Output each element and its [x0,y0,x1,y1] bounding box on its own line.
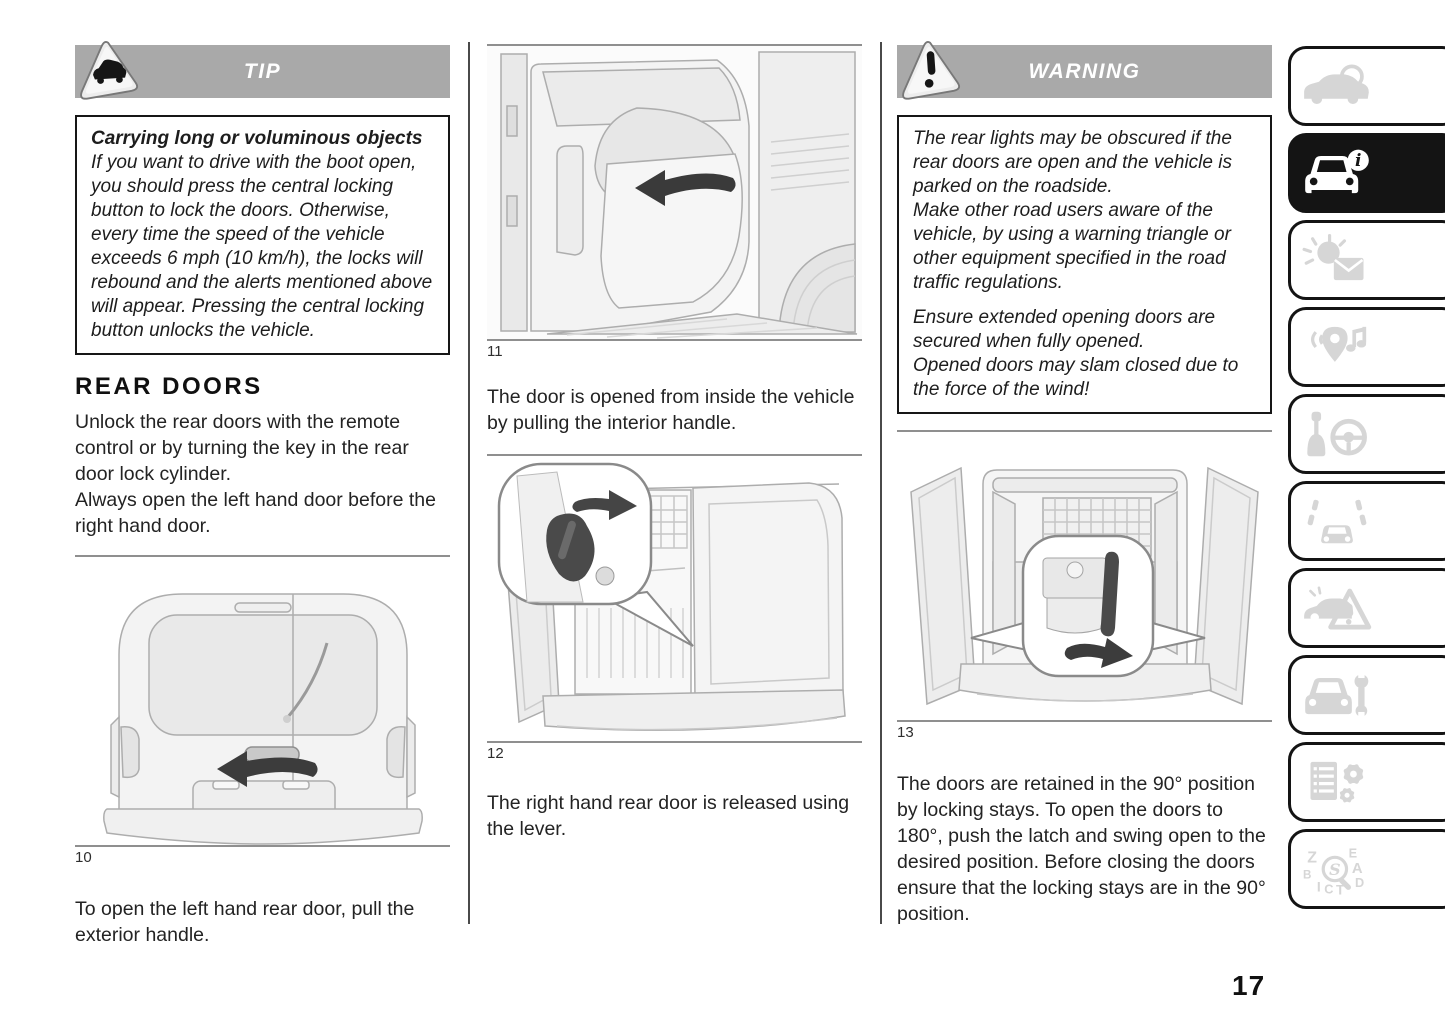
svg-text:S: S [1329,860,1340,879]
emergency-triangle-icon [1304,586,1372,630]
warning-line1: The rear lights may be obscured if the r… [913,128,1232,197]
right-column: WARNING The rear lights may be obscured … [897,41,1272,927]
svg-text:T: T [1336,882,1345,895]
tip-header-bar: TIP [75,41,450,100]
van-rear-view-illustration [103,593,423,845]
svg-text:D: D [1355,875,1364,890]
sidebar-tab-index[interactable]: Z E B A I C T D S [1288,829,1445,909]
section-heading: REAR DOORS [75,373,263,400]
warning-lights-messages-icon [1302,234,1364,281]
sidebar-tab-starting-driving[interactable] [1288,394,1445,474]
sidebar-tab-overview[interactable] [1288,46,1445,126]
figure-13 [897,430,1272,722]
figure-11-caption: The door is opened from inside the vehic… [487,386,855,434]
svg-text:Z: Z [1307,850,1317,867]
sidebar-tab-knowing-vehicle[interactable]: i [1288,133,1445,213]
car-wrench-service-icon [1305,671,1369,720]
car-info-icon: i [1305,149,1369,194]
door-interior-illustration [487,46,862,339]
navigation-multimedia-icon [1311,326,1367,362]
warning-line2: Make other road users aware of the vehic… [913,200,1231,293]
rear-doors-intro-line2: Always open the left hand door before th… [75,489,436,537]
figure-11 [487,44,862,341]
page-number: 17 [1232,970,1266,1001]
section-tab-sidebar: i [1288,46,1445,916]
sidebar-tab-emergency[interactable] [1288,568,1445,648]
pull-handle-arrow [217,751,318,787]
driving-assistance-icon [1307,499,1367,544]
gearstick-steering-icon [1307,411,1367,457]
column-divider [880,42,882,924]
rear-doors-intro: Unlock the rear doors with the remote co… [75,409,450,539]
column-divider [468,42,470,924]
figure-12-label: 12 [487,745,504,762]
figure-11-label: 11 [487,343,503,360]
lever-magnifier-inset [497,462,694,647]
interior-handle-arrow [635,170,736,206]
locking-stays-text: The doors are retained in the 90° positi… [897,773,1266,925]
lever-release-arrow [572,490,637,520]
sidebar-tab-technical-data[interactable] [1288,742,1445,822]
tip-box: Carrying long or voluminous objects If y… [75,115,450,355]
figure-12-caption: The right hand rear door is released usi… [487,792,850,840]
car-search-icon [1304,64,1369,105]
exclamation-triangle-icon [899,39,965,103]
tip-box-title: Carrying long or voluminous objects [91,128,423,149]
warning-box: The rear lights may be obscured if the r… [897,115,1272,414]
technical-data-icon [1310,761,1364,803]
sidebar-tab-service[interactable] [1288,655,1445,735]
left-column: TIP Carrying long or voluminous objects … [75,41,450,948]
doors-open-locking-stay-illustration [910,466,1259,706]
locking-stay-inset [970,534,1206,678]
warning-header-bar: WARNING [897,41,1272,100]
figure-12 [487,454,862,743]
middle-column: 11 The door is opened from inside the ve… [487,44,862,842]
tip-box-body: If you want to drive with the boot open,… [91,152,433,341]
svg-text:C: C [1324,881,1333,895]
rear-doors-intro-line1: Unlock the rear doors with the remote co… [75,411,409,485]
car-sign-triangle-icon [77,39,143,103]
tip-header-title: TIP [243,59,282,83]
warning-header-title: WARNING [1028,59,1141,83]
figure-10 [75,555,450,847]
warning-line3: Ensure extended opening doors are secure… [913,307,1216,352]
svg-text:B: B [1303,869,1311,882]
figure-13-label: 13 [897,724,914,741]
paragraph-gap [913,295,1256,306]
figure-10-label: 10 [75,849,92,866]
index-search-icon: Z E B A I C T D S [1303,845,1364,895]
sidebar-tab-warning-lights[interactable] [1288,220,1445,300]
svg-text:E: E [1349,845,1357,860]
svg-text:A: A [1352,861,1363,877]
latch-swing-arrow [1064,638,1133,668]
sidebar-tab-multimedia[interactable] [1288,307,1445,387]
warning-line4: Opened doors may slam closed due to the … [913,355,1239,400]
svg-text:i: i [1355,150,1361,170]
open-door-lever-illustration [497,462,846,731]
left-door-instruction: To open the left hand rear door, pull th… [75,898,415,946]
svg-text:I: I [1317,879,1321,894]
sidebar-tab-driving-assistance[interactable] [1288,481,1445,561]
